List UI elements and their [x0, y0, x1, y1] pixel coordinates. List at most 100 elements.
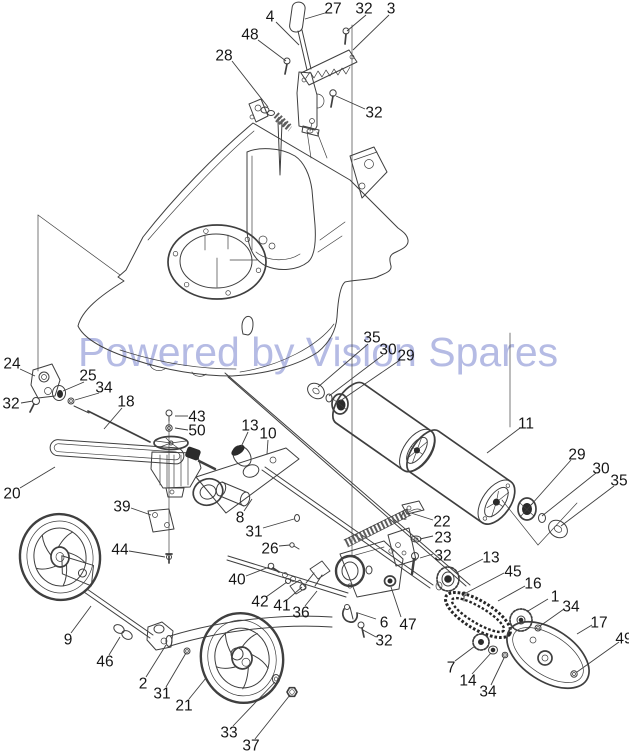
- bolt-32-left: [29, 397, 40, 413]
- leader-line-48: [257, 39, 287, 62]
- leader-line-7: [454, 645, 476, 662]
- leader-line-21: [188, 677, 207, 700]
- leader-line-44: [128, 550, 166, 558]
- part-callout-34: 34: [479, 684, 497, 701]
- leader-line-29: [530, 459, 572, 506]
- part-callout-2: 2: [139, 676, 148, 693]
- mower-deck: [77, 116, 409, 377]
- leader-line-8: [243, 498, 253, 512]
- part-callout-48: 48: [241, 27, 258, 44]
- axle-bracket-2: [146, 621, 174, 651]
- part-callout-11: 11: [518, 416, 534, 433]
- leader-line-20: [19, 466, 56, 489]
- washer-30-right: [538, 513, 546, 523]
- leader-line-10: [266, 439, 269, 455]
- leader-line-46: [108, 636, 121, 656]
- part-callout-26: 26: [261, 541, 278, 558]
- part-callout-33: 33: [220, 725, 237, 742]
- pin-26: [289, 542, 300, 550]
- bolt-40: [267, 562, 280, 573]
- part-callout-29: 29: [397, 348, 414, 365]
- part-callout-36: 36: [292, 605, 309, 622]
- leader-line-31: [165, 652, 187, 688]
- part-callout-44: 44: [111, 542, 129, 559]
- leader-line-35: [560, 485, 615, 527]
- roller-drum-right: [406, 429, 516, 525]
- left-shaft-assembly: [29, 363, 173, 443]
- leader-line-32: [419, 553, 434, 559]
- part-callout-40: 40: [228, 572, 246, 589]
- deck-bottom-lip: [119, 323, 335, 373]
- construction-lines: [37, 24, 578, 557]
- axle-shaft-18: [73, 405, 90, 414]
- part-callout-9: 9: [64, 632, 73, 649]
- part-callout-18: 18: [117, 394, 134, 411]
- left-wheel: [18, 512, 102, 602]
- leader-line-22: [410, 512, 434, 521]
- leader-line-34: [539, 608, 565, 627]
- transmission: [49, 435, 217, 564]
- chain-drive: [435, 566, 590, 690]
- hoc-lever-assembly: [248, 1, 358, 159]
- part-callout-37: 37: [242, 738, 259, 751]
- oring-34-lower: [501, 651, 509, 659]
- support-rod-10b: [261, 466, 434, 589]
- part-callout-1: 1: [551, 589, 560, 606]
- part-callout-13: 13: [482, 550, 499, 567]
- bushing-46: [113, 624, 133, 640]
- deck-bulkhead: [246, 148, 316, 270]
- lever-shaft: [297, 29, 312, 71]
- leader-line-33: [232, 681, 276, 727]
- part-callout-45: 45: [504, 564, 521, 581]
- bolt-32-lower: [357, 621, 365, 638]
- pivot-tube-8: [215, 481, 251, 507]
- part-callout-27: 27: [324, 1, 341, 18]
- leader-line-6: [357, 612, 377, 620]
- shift-fork-36: [305, 560, 331, 587]
- washer-35-right: [548, 519, 568, 539]
- part-callout-17: 17: [590, 615, 607, 632]
- leader-line-2: [145, 644, 167, 678]
- leader-line-36: [304, 590, 318, 607]
- part-callout-6: 6: [380, 615, 389, 632]
- screw-32-side: [329, 89, 337, 108]
- leader-line-28: [231, 60, 269, 108]
- washer-30-left: [325, 393, 333, 403]
- pivot-bracket-24: [30, 363, 61, 399]
- part-callout-39: 39: [113, 499, 130, 516]
- part-callout-4: 4: [266, 9, 275, 26]
- leader-line-1: [527, 598, 549, 612]
- sprocket-13: [435, 566, 460, 592]
- leader-line-42: [265, 581, 288, 598]
- leader-line-32: [346, 14, 367, 32]
- leader-line-4: [275, 21, 300, 46]
- screw-48: [283, 57, 291, 75]
- leader-line-32: [335, 95, 366, 110]
- blade-opening-ring: [179, 233, 253, 289]
- cable-bracket-28: [248, 98, 269, 123]
- part-callout-23: 23: [434, 530, 451, 547]
- nut-37: [286, 686, 298, 698]
- part-callout-41: 41: [273, 598, 290, 615]
- part-callout-7: 7: [447, 660, 456, 677]
- bolt-43: [165, 409, 173, 422]
- deck-bottom-scallops: [149, 363, 207, 377]
- part-callout-21: 21: [175, 698, 192, 715]
- lever-grip: [289, 1, 306, 33]
- screw-32-top: [342, 27, 350, 45]
- part-callout-14: 14: [459, 673, 477, 690]
- right-wheel: [199, 611, 285, 705]
- deck-cable-bracket: [349, 146, 388, 199]
- roller-drum-left: [332, 381, 436, 473]
- pivot-arm: [195, 447, 300, 514]
- leader-line-45: [465, 572, 505, 594]
- deck-outline: [77, 122, 409, 377]
- output-shaft: [197, 459, 217, 471]
- part-callout-3: 3: [387, 1, 396, 18]
- leader-line-9: [70, 605, 92, 634]
- part-callout-13: 13: [241, 418, 258, 435]
- leader-line-13: [240, 431, 249, 448]
- part-callout-22: 22: [433, 514, 450, 531]
- oring-31: [294, 514, 300, 522]
